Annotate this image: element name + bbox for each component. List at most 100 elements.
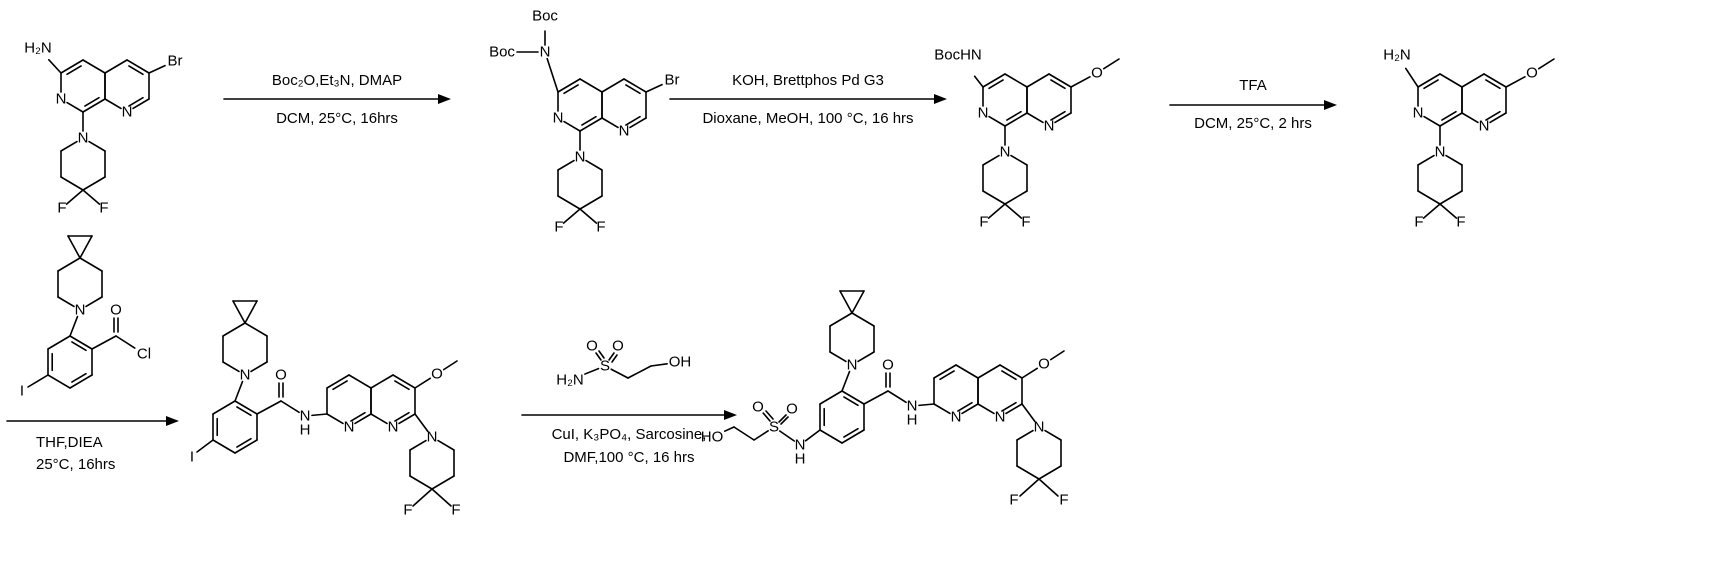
rg-h2n-label: H₂N [556,372,584,389]
bond-line [444,361,457,370]
reaction-arrow-1 [222,92,452,106]
bond-line [1418,156,1434,165]
bond-line [223,323,245,336]
bond-line [1462,74,1484,87]
bond-line [564,209,580,223]
bond-line [237,407,251,415]
bond-line [1104,59,1119,69]
bond-line [1424,204,1440,218]
bond-line [312,414,327,415]
s4-n1-label: N [1413,105,1424,122]
s1-pipN-label: N [78,130,89,147]
s6-f2-label: F [451,502,460,519]
s6-n1-label: N [344,419,355,436]
s5-pipN-label: N [75,302,86,319]
bond-line [940,371,954,379]
bond-line [70,317,77,336]
s3-f1-label: F [979,214,988,231]
s2-boc_top-label: Boc [532,8,558,25]
compound-1-structure: H₂NNNBrNFF [8,8,218,220]
bond-line [257,401,281,414]
bond-line [1539,59,1554,69]
bond-line [1007,112,1021,120]
s6-n2-label: N [388,419,399,436]
bond-line [197,440,213,452]
s7-o1-label: O [752,399,764,416]
bond-line [852,291,864,313]
s7-n1-label: N [951,409,962,426]
bond-line [213,440,235,453]
s7-n2-label: N [995,409,1006,426]
bond-line [245,323,267,336]
s6-f1-label: F [403,502,412,519]
rg-o2-label: O [612,338,624,355]
bond-line [1017,431,1033,440]
bond-line [1440,204,1456,218]
bond-line [415,378,430,388]
bond-line [1005,204,1021,218]
bond-line [68,236,80,258]
bond-line [1424,80,1438,88]
bond-line [586,161,602,170]
bond-line [1446,156,1462,165]
s2-boc_left-label: Boc [489,44,515,61]
bond-line [105,99,121,108]
bond-line [413,489,432,506]
bond-line [49,60,61,73]
s1-f1-label: F [57,200,66,217]
s6-i-label: I [190,449,194,466]
bond-line [582,117,596,125]
bond-line [48,375,70,388]
bond-line [1020,479,1039,496]
s5-i-label: I [20,383,24,400]
bond-line [83,190,99,204]
bond-line [830,352,846,361]
bond-line [67,103,83,112]
bond-line [983,156,999,165]
bond-line [333,381,347,389]
bond-line [820,430,842,443]
bond-line [395,381,409,389]
bond-line [245,301,257,323]
bond-line [830,313,852,326]
bond-line [1027,74,1049,87]
bond-line [864,391,888,404]
bond-line [626,85,640,93]
s4-pipN-label: N [1435,144,1446,161]
bond-line [1017,466,1039,479]
s1-n1-label: N [56,91,67,108]
s1-n2-label: N [122,104,133,121]
s4-f1-label: F [1414,214,1423,231]
bond-line [558,196,580,209]
s2-n2-label: N [619,123,630,140]
bond-line [80,236,92,258]
s6-amideH-label: H [300,422,311,439]
bond-line [989,80,1003,88]
bond-line [1506,77,1525,87]
bond-line [399,414,415,423]
bond-line [975,76,983,87]
s4-o_me-label: O [1526,65,1538,82]
bond-line [105,60,127,73]
rg-s-label: S [600,358,610,375]
s7-pipN-label: N [847,357,858,374]
s3-amine-label: BocHN [934,47,982,64]
s3-n2-label: N [1044,118,1055,135]
s7-sulfH-label: H [795,451,806,468]
bond-line [1002,371,1016,379]
arrow-2-reagents-text: KOH, Brettphos Pd G3 [663,72,953,89]
s7-s-label: S [769,419,779,436]
s3-pipN-label: N [1000,144,1011,161]
bond-line [1418,191,1440,204]
bond-line [410,476,432,489]
bond-line [1045,431,1061,440]
bond-line [61,177,83,190]
s7-pip2N-label: N [1034,419,1045,436]
s4-amine-label: H₂N [1383,47,1411,64]
bond-line [213,401,235,414]
bond-line [858,352,874,361]
arrow-5-conditions-text-line2: DMF,100 °C, 16 hrs [508,449,750,466]
s4-f2-label: F [1456,214,1465,231]
s5-cl-label: Cl [137,346,151,363]
bond-line [233,301,245,323]
